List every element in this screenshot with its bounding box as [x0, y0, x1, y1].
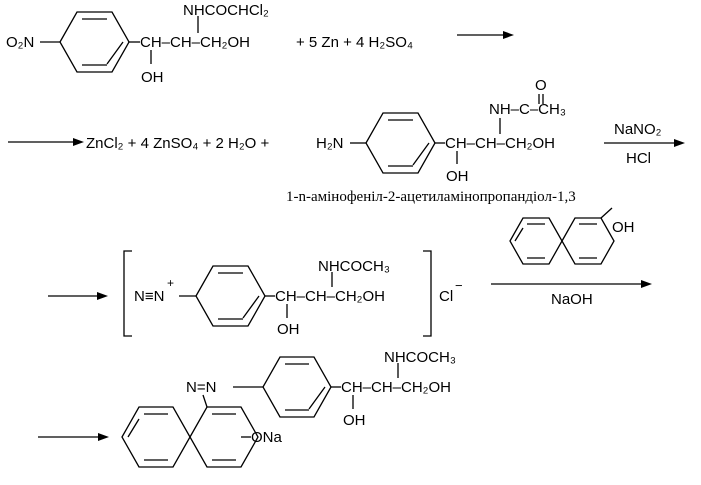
bond-ring-oh [600, 207, 613, 219]
reaction-arrow-6 [38, 433, 109, 441]
diazonium-salt: N≡N + CH–CH–CH₂OH OH NHCOCH₃ [134, 258, 390, 338]
hydroxyl-label: OH [277, 321, 300, 338]
hydroxyl-label: OH [446, 168, 469, 185]
hydroxyl-label: OH [141, 69, 164, 86]
acetamide-label: NH–C–CH₃ [489, 101, 566, 118]
naphtholate-label: ONa [251, 429, 283, 446]
chloride-charge: − [455, 278, 463, 293]
side-chain-label: CH–CH–CH₂OH [140, 34, 250, 51]
azo-dye-product: N=N ONa CH–CH–CH₂OH OH NHCOCH₃ [121, 349, 456, 468]
reaction-arrow-5 [491, 280, 652, 288]
diazo-charge-label: + [167, 276, 174, 290]
side-chain-label: CH–CH–CH₂OH [275, 288, 385, 305]
reagent-nano2-label: NaNO₂ [614, 121, 662, 138]
azo-group-label: N=N [186, 379, 216, 396]
byproducts-label: ZnCl₂ + 4 ZnSO₄ + 2 H₂O + [86, 135, 269, 152]
hydroxyl-label: OH [343, 412, 366, 429]
right-bracket [423, 250, 432, 337]
carbonyl-oxygen-label: O [535, 77, 547, 94]
reagent-naoh-label: NaOH [551, 291, 593, 308]
amide-label: NHCOCH₃ [384, 349, 456, 366]
reaction-arrow-3 [604, 139, 685, 147]
ring-double-bond [412, 142, 430, 166]
amine-group-label: H₂N [316, 135, 344, 152]
naphthalene-ring-left [509, 217, 563, 265]
diazo-group-label: N≡N [134, 288, 164, 305]
ring-double-bond [514, 227, 524, 242]
amide-label: NHCOCH₃ [318, 258, 390, 275]
bond-ring-azo [202, 394, 208, 408]
reagent-hcl-label: HCl [626, 150, 651, 167]
reagents-label: + 5 Zn + 4 H₂SO₄ [296, 34, 413, 51]
nitro-compound: O₂N CH–CH–CH₂OH OH NHCOCHCl₂ [6, 2, 269, 86]
ring-double-bond [308, 386, 326, 410]
ring-double-bond [106, 41, 124, 65]
side-chain-label: CH–CH–CH₂OH [445, 135, 555, 152]
left-bracket [123, 250, 132, 337]
benzene-ring [365, 112, 436, 174]
ring-double-bond [127, 418, 140, 438]
reaction-arrow-4 [48, 292, 108, 300]
side-chain-label: CH–CH–CH₂OH [341, 379, 451, 396]
ring-double-bond [242, 295, 260, 319]
naphthol-hydroxyl-label: OH [612, 219, 635, 236]
compound-name: 1-n-амінофеніл-2-ацетиламінопропандіол-1… [286, 189, 576, 205]
benzene-ring [59, 11, 130, 73]
benzene-ring [195, 265, 266, 327]
amine-compound: H₂N CH–CH–CH₂OH OH NH–C–CH₃ O [316, 77, 566, 185]
naphthalene-ring-right [561, 217, 615, 265]
nitro-group-label: O₂N [6, 34, 34, 51]
2-naphthol: OH [509, 207, 635, 265]
reaction-arrow-2 [8, 138, 84, 146]
chloride-counter-ion: Cl [439, 288, 453, 305]
naphthalene-ring-left [121, 406, 191, 468]
benzene-ring [262, 356, 332, 418]
amide-label: NHCOCHCl₂ [183, 2, 269, 19]
reaction-arrow-1 [457, 31, 514, 39]
